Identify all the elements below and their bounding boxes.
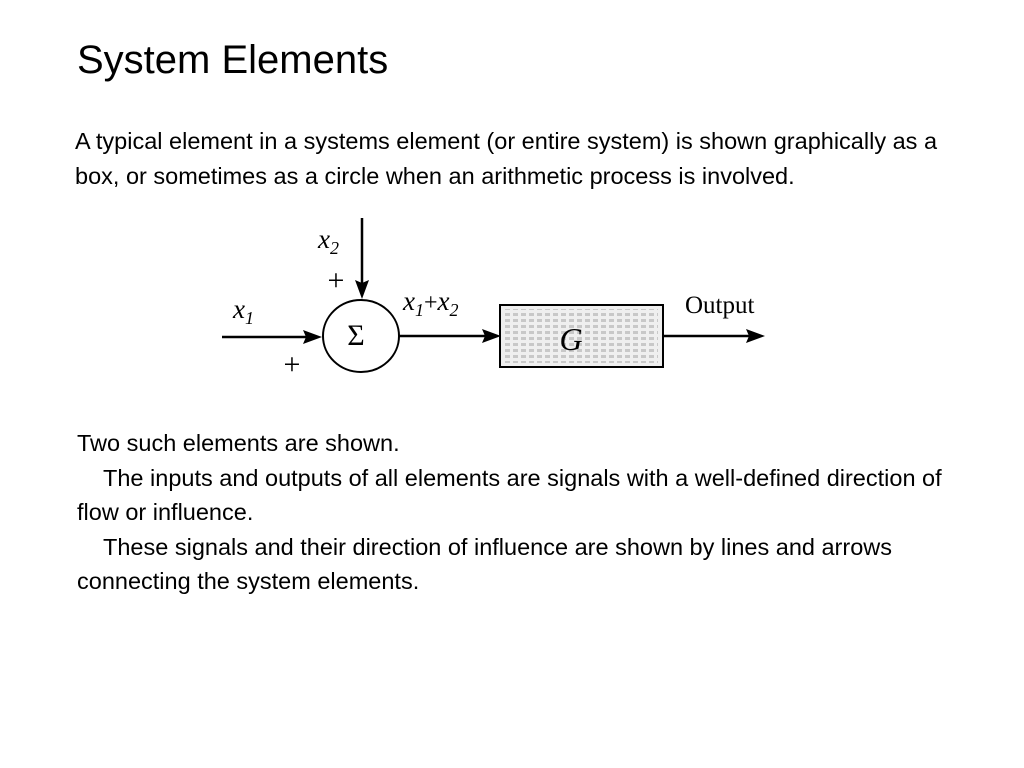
input2-var: x xyxy=(317,224,330,254)
input1-arrowhead xyxy=(303,330,322,344)
output-arrowhead xyxy=(746,329,765,343)
input1-subscript: 1 xyxy=(245,308,254,328)
input2-arrowhead xyxy=(355,280,369,299)
input1-sign: + xyxy=(284,348,301,381)
input2-sign: + xyxy=(328,264,345,297)
paragraph-1: Two such elements are shown. xyxy=(77,430,400,456)
sum-var-b: x xyxy=(437,286,450,316)
input1-label: x1 xyxy=(232,294,254,328)
sum-sub-b: 2 xyxy=(450,300,459,320)
intro-paragraph: A typical element in a systems element (… xyxy=(75,128,938,189)
slide-title: System Elements xyxy=(77,38,389,82)
input1-var: x xyxy=(232,294,245,324)
paragraph-2: The inputs and outputs of all elements a… xyxy=(77,464,942,526)
sum-sub-a: 1 xyxy=(415,300,424,320)
input2-label: x2 xyxy=(317,224,339,258)
sum-to-block-arrowhead xyxy=(482,329,501,343)
sum-signal-label: x1+x2 xyxy=(402,286,459,320)
sum-plus: + xyxy=(424,290,438,316)
sigma-symbol: Σ xyxy=(347,319,364,352)
body-text: Two such elements are shown. The inputs … xyxy=(77,426,957,599)
g-block-label: G xyxy=(559,321,582,357)
g-block-dots xyxy=(505,309,658,363)
input2-subscript: 2 xyxy=(330,238,339,258)
sum-var-a: x xyxy=(402,286,415,316)
paragraph-3: These signals and their direction of inf… xyxy=(77,533,892,595)
output-label: Output xyxy=(685,292,755,319)
